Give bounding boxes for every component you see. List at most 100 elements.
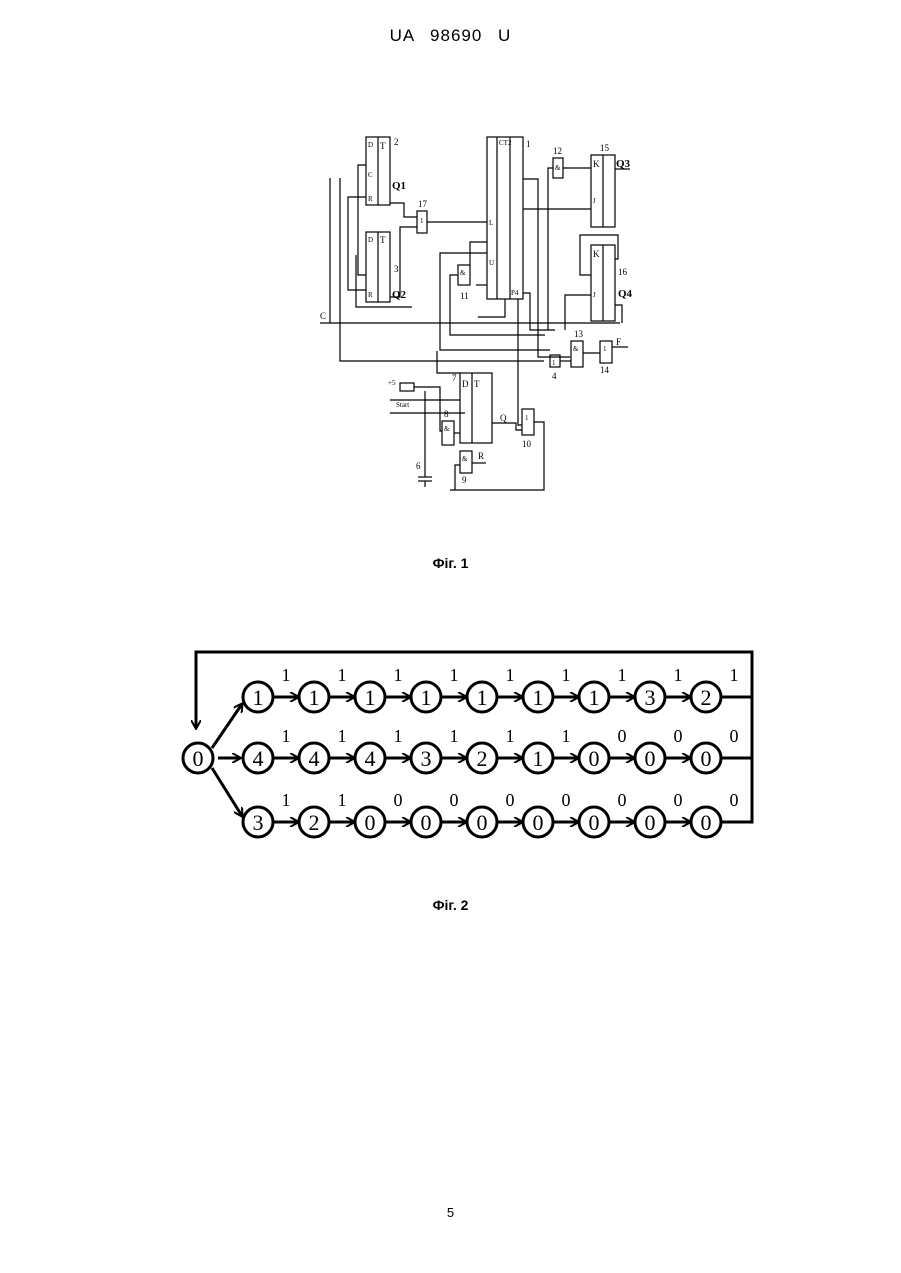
state-value: 0 [645,810,656,835]
transition-label: 1 [338,665,347,685]
state-value: 1 [533,746,544,771]
state-value: 1 [533,685,544,710]
transition-label: 1 [450,726,459,746]
transition-label: 0 [562,790,571,810]
label-2: 2 [394,137,399,147]
state-value: 0 [421,810,432,835]
state-value: 0 [589,746,600,771]
circuit-schematic: 2 3 17 1 12 15 16 11 13 14 4 7 8 9 6 10 … [300,125,640,500]
transition-label: 1 [730,665,739,685]
state-value: 2 [701,685,712,710]
transition-label: 0 [730,726,739,746]
page-number: 5 [0,1205,901,1220]
label-f-output: F [616,337,621,347]
state-value: 1 [477,685,488,710]
label-q1: Q1 [392,180,406,192]
label-12: 12 [553,146,562,156]
gate-11-symbol: & [460,269,466,277]
transition-label: 1 [394,726,403,746]
gate-4-symbol: 1 [552,359,556,367]
gate-8-symbol: & [444,425,450,433]
gate-17-symbol: 1 [420,217,424,225]
state-diagram: 0 11111111111111312141414131211100000031… [160,640,760,860]
transition-label: 1 [394,665,403,685]
label-q4: Q4 [618,288,633,300]
state-value: 2 [477,746,488,771]
label-17: 17 [418,199,428,209]
pin-r-2: R [368,195,373,203]
state-value: 1 [253,685,264,710]
transition-label: 1 [282,790,291,810]
pin-u: U [489,259,494,267]
label-13: 13 [574,329,584,339]
label-q3: Q3 [616,158,631,170]
state-value: 4 [365,746,376,771]
state-value: 0 [701,810,712,835]
label-plus5: +5 [388,379,396,387]
transition-label: 0 [450,790,459,810]
gate-14-symbol: 1 [603,345,607,353]
gate-12-symbol: & [555,164,561,172]
transition-label: 0 [674,726,683,746]
document-header: UA 98690 U [0,26,901,46]
figure-1-caption: Фіг. 1 [0,555,901,571]
start-node: 0 [183,743,213,773]
pin-j-15: J [593,197,596,205]
figure-2-caption: Фіг. 2 [0,897,901,913]
label-11: 11 [460,291,469,301]
transition-label: 0 [674,790,683,810]
state-value: 0 [365,810,376,835]
state-value: 4 [309,746,320,771]
pin-c-2: C [368,171,373,179]
gate-13-symbol: & [573,345,579,353]
state-value: 0 [533,810,544,835]
transition-label: 1 [338,726,347,746]
pin-ct: CT2 [499,139,512,147]
pin-d-3: D [368,236,373,244]
pin-r-3: R [368,291,373,299]
state-value: 2 [309,810,320,835]
state-value: 0 [645,746,656,771]
transition-label: 0 [730,790,739,810]
label-1: 1 [526,139,531,149]
gate-10 [522,409,534,435]
transition-label: 0 [394,790,403,810]
pin-k-15: K [593,159,600,169]
transition-label: 1 [282,665,291,685]
transition-label: 1 [674,665,683,685]
transition-label: 1 [282,726,291,746]
state-value: 0 [477,810,488,835]
label-8: 8 [444,409,449,419]
label-4: 4 [552,371,557,381]
state-value: 0 [701,746,712,771]
pin-p4: P4 [511,289,519,297]
label-15: 15 [600,143,610,153]
transition-label: 0 [618,726,627,746]
label-6: 6 [416,461,421,471]
pin-l: L [489,219,493,227]
pin-d-7: D [462,379,469,389]
label-start: Start [396,401,409,409]
label-3: 3 [394,264,399,274]
start-state-label: 0 [193,746,204,771]
pin-t-2: T [380,141,386,151]
transition-label: 1 [506,665,515,685]
pin-d-2: D [368,141,373,149]
state-value: 3 [645,685,656,710]
state-value: 3 [253,810,264,835]
gate-9-symbol: & [462,455,468,463]
pin-t-3: T [380,235,386,245]
label-7: 7 [452,373,457,383]
branch-bottom [212,768,242,816]
state-value: 1 [421,685,432,710]
label-c-input: C [320,311,326,321]
pin-t-7: T [474,379,480,389]
state-value: 4 [253,746,264,771]
state-value: 0 [589,810,600,835]
transition-label: 1 [450,665,459,685]
label-q-output: Q [500,413,507,423]
state-value: 3 [421,746,432,771]
gate-10-symbol: 1 [525,414,529,422]
state-value: 1 [365,685,376,710]
transition-label: 1 [506,726,515,746]
